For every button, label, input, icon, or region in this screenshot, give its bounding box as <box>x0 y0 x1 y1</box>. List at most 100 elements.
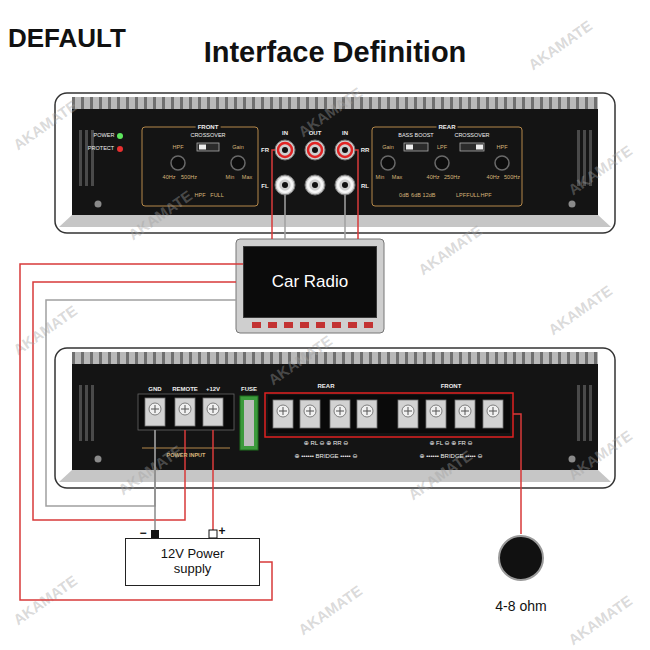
car-radio-screen: Car Radio <box>243 246 377 318</box>
watermark: AKAMATE <box>565 593 634 648</box>
control-knob <box>231 156 245 170</box>
rca-jack <box>335 175 355 195</box>
terminal-group-label: FRONT <box>441 383 462 389</box>
rca-jack <box>308 178 322 192</box>
terminal-group-label: REAR <box>317 383 334 389</box>
supply-terminal <box>151 530 217 538</box>
screw-terminal <box>203 398 223 426</box>
radio-frame <box>268 322 277 328</box>
screw-terminal <box>398 400 418 428</box>
control-label: Max <box>242 175 252 181</box>
radio-frame <box>332 322 341 328</box>
control-label: HPF <box>173 145 184 151</box>
power-wire <box>46 300 236 506</box>
control-label: 0dB <box>399 193 409 199</box>
terminal-label: FUSE <box>241 386 257 392</box>
polarity-label: ⊕ RL ⊖ ⊕ RR ⊖ <box>304 440 349 446</box>
channel-label: FR <box>261 147 269 153</box>
radio-frame <box>252 322 261 328</box>
control-label: 6dB <box>411 193 421 199</box>
rca-jack <box>275 175 295 195</box>
bottom-amplifier-panel <box>138 394 234 430</box>
screw-terminal <box>145 398 165 426</box>
screw-terminal <box>175 398 195 426</box>
rca-jack <box>305 140 325 160</box>
terminal-label: +12V <box>206 386 220 392</box>
rca-jack <box>338 143 352 157</box>
screw-terminal <box>330 400 350 428</box>
indicator-label: POWER <box>94 133 115 139</box>
fuse <box>240 396 258 450</box>
diagram-title: Interface Definition <box>204 38 467 67</box>
power-supply-box: 12V Power supply <box>125 538 260 586</box>
control-label: Min <box>376 175 385 181</box>
fuse <box>240 396 258 450</box>
control-label: FULL <box>210 193 223 199</box>
control-label: Min <box>226 175 235 181</box>
radio-frame <box>348 322 357 328</box>
watermark: AKAMATE <box>545 283 614 338</box>
control-label: HPF <box>195 193 206 199</box>
bridge-label: ⊕ •••••• BRIDGE ••••• ⊖ <box>295 453 358 459</box>
channel-label: RR <box>361 147 370 153</box>
terminal-label: GND <box>148 386 161 392</box>
control-label: HPF <box>481 193 492 199</box>
control-label: 500Hz <box>181 175 197 181</box>
speaker-outline <box>499 536 543 580</box>
control-knob <box>381 156 395 170</box>
polarity-label: ⊕ FL ⊖ ⊕ FR ⊖ <box>429 440 472 446</box>
jack-label: IN <box>342 130 348 136</box>
rca-jack <box>275 140 295 160</box>
control-label: BASS BOOST <box>398 133 433 139</box>
control-label: Gain <box>232 145 244 151</box>
control-label: LPF <box>437 145 447 151</box>
speaker-terminal-highlight <box>265 393 513 437</box>
power-wire <box>154 430 156 530</box>
rca-jack <box>305 175 325 195</box>
screw-terminal <box>426 400 446 428</box>
bottom-amplifier-panel <box>268 395 510 433</box>
node-text: 12V Power supply <box>152 547 234 577</box>
top-amplifier-panel <box>117 146 123 152</box>
slide-switch <box>460 143 484 151</box>
radio-frame <box>300 322 309 328</box>
control-knob <box>495 156 509 170</box>
top-amplifier-panel <box>117 133 123 139</box>
watermark: AKAMATE <box>525 18 594 73</box>
control-knob <box>171 156 185 170</box>
top-amplifier-panel <box>142 127 258 206</box>
control-label: 250Hz <box>444 175 460 181</box>
channel-label: RL <box>361 183 369 189</box>
signal-wire <box>344 195 346 239</box>
screw-terminal <box>357 400 377 428</box>
indicator-label: PROTECT <box>88 146 114 152</box>
control-label: FULL <box>466 193 479 199</box>
power-wire <box>212 430 214 530</box>
channel-label: FL <box>261 183 268 189</box>
radio-frame <box>284 322 293 328</box>
polarity-sign: + <box>218 525 225 537</box>
supply-terminal <box>209 530 217 538</box>
slide-switch <box>197 143 219 151</box>
control-label: Max <box>392 175 402 181</box>
control-label: 40Hz <box>427 175 440 181</box>
slide-switch <box>476 145 483 150</box>
bottom-amplifier-panel <box>59 352 611 482</box>
jack-label: IN <box>282 130 288 136</box>
node-text: 4-8 ohm <box>495 598 546 614</box>
rca-jack <box>278 178 292 192</box>
signal-wire <box>284 195 286 239</box>
control-label: 40Hz <box>163 175 176 181</box>
control-label: CROSSOVER <box>190 133 225 139</box>
control-knob <box>435 156 449 170</box>
node-text: Car Radio <box>272 272 349 292</box>
slide-switch <box>406 145 413 150</box>
fuse <box>244 400 254 446</box>
section-title: FRONT <box>196 124 221 130</box>
control-label: LPF <box>456 193 466 199</box>
rca-jack <box>335 140 355 160</box>
rca-jack <box>278 143 292 157</box>
control-label: CROSSOVER <box>454 133 489 139</box>
power-wire <box>513 414 521 534</box>
